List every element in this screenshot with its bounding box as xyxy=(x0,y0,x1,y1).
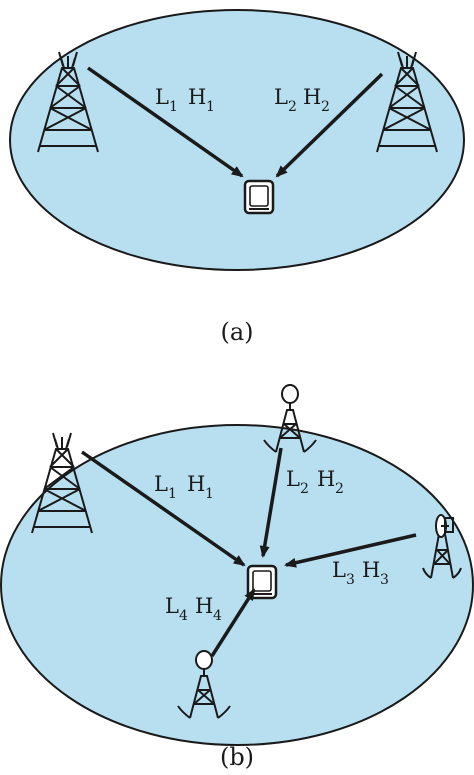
svg-text:L: L xyxy=(332,558,346,582)
svg-text:H: H xyxy=(188,85,206,109)
svg-text:L: L xyxy=(155,85,169,109)
coverage-cell-a xyxy=(9,9,465,271)
svg-text:4: 4 xyxy=(179,608,188,624)
svg-text:2: 2 xyxy=(321,99,330,115)
svg-text:1: 1 xyxy=(169,99,178,115)
svg-text:2: 2 xyxy=(288,99,297,115)
svg-text:2: 2 xyxy=(335,481,344,497)
link-label-a2: L 2 H 2 xyxy=(274,85,330,115)
arrow-icon xyxy=(86,66,244,178)
mobile-device-icon xyxy=(243,179,275,215)
link-label-a1: L 1 H 1 xyxy=(155,85,215,115)
svg-text:1: 1 xyxy=(206,99,215,115)
arrow-icon xyxy=(80,450,246,567)
arrow-icon xyxy=(210,588,256,657)
svg-text:1: 1 xyxy=(205,486,214,502)
caption-b: (b) xyxy=(220,743,254,771)
svg-text:H: H xyxy=(317,467,335,491)
svg-text:2: 2 xyxy=(300,481,309,497)
svg-text:3: 3 xyxy=(380,572,389,588)
link-label-b1: L 1 H 1 xyxy=(154,472,214,502)
panel-a: L 1 H 1 L 2 H 2 (a) xyxy=(9,9,465,346)
svg-text:H: H xyxy=(362,558,380,582)
arrow-icon xyxy=(259,447,283,558)
coverage-cell-b xyxy=(0,424,474,746)
svg-text:3: 3 xyxy=(346,572,355,588)
svg-text:1: 1 xyxy=(168,486,177,502)
arrow-icon xyxy=(284,533,417,568)
link-label-b2: L 2 H 2 xyxy=(286,467,344,497)
link-label-b4: L 4 H 4 xyxy=(165,594,222,624)
caption-a: (a) xyxy=(220,318,253,346)
svg-text:H: H xyxy=(187,472,205,496)
svg-text:L: L xyxy=(286,467,300,491)
svg-text:H: H xyxy=(303,85,321,109)
svg-text:L: L xyxy=(154,472,168,496)
panel-b: L 1 H 1 L 2 H 2 L 3 H 3 L 4 H 4 (b) xyxy=(0,384,474,771)
svg-text:4: 4 xyxy=(213,608,222,624)
svg-text:L: L xyxy=(165,594,179,618)
arrow-icon xyxy=(275,72,384,178)
svg-text:H: H xyxy=(195,594,213,618)
svg-text:L: L xyxy=(274,85,288,109)
link-label-b3: L 3 H 3 xyxy=(332,558,389,588)
